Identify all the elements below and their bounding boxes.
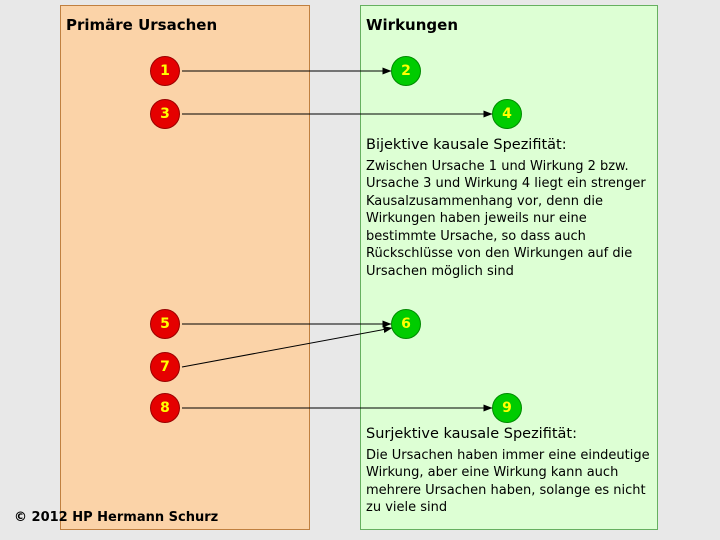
effect-node-4-label: 4 <box>502 106 512 122</box>
surjective-specificity-heading: Surjektive kausale Spezifität: <box>366 426 577 442</box>
effects-title: Wirkungen <box>366 16 459 34</box>
cause-node-7-label: 7 <box>160 359 170 375</box>
arrow-7-to-6 <box>181 326 393 368</box>
cause-node-7[interactable]: 7 <box>150 352 180 382</box>
cause-node-5-label: 5 <box>160 316 170 332</box>
cause-node-8-label: 8 <box>160 400 170 416</box>
effect-node-9[interactable]: 9 <box>492 393 522 423</box>
surjective-specificity-body: Die Ursachen haben immer eine eindeutige… <box>366 447 650 516</box>
surjective-specificity-text: Surjektive kausale Spezifität: Die Ursac… <box>366 425 656 517</box>
cause-node-3[interactable]: 3 <box>150 99 180 129</box>
cause-node-1-label: 1 <box>160 63 170 79</box>
effect-node-6[interactable]: 6 <box>391 309 421 339</box>
effect-node-9-label: 9 <box>502 400 512 416</box>
effects-panel <box>360 5 658 530</box>
copyright-notice: © 2012 HP Hermann Schurz <box>14 510 219 525</box>
effect-node-2-label: 2 <box>401 63 411 79</box>
cause-node-3-label: 3 <box>160 106 170 122</box>
effect-node-4[interactable]: 4 <box>492 99 522 129</box>
primary-causes-title: Primäre Ursachen <box>66 16 218 34</box>
effect-node-6-label: 6 <box>401 316 411 332</box>
effect-node-2[interactable]: 2 <box>391 56 421 86</box>
bijective-specificity-heading: Bijektive kausale Spezifität: <box>366 137 567 153</box>
bijective-specificity-body: Zwischen Ursache 1 und Wirkung 2 bzw. Ur… <box>366 158 646 279</box>
primary-causes-panel <box>60 5 310 530</box>
cause-node-5[interactable]: 5 <box>150 309 180 339</box>
cause-node-8[interactable]: 8 <box>150 393 180 423</box>
cause-node-1[interactable]: 1 <box>150 56 180 86</box>
bijective-specificity-text: Bijektive kausale Spezifität: Zwischen U… <box>366 136 656 280</box>
